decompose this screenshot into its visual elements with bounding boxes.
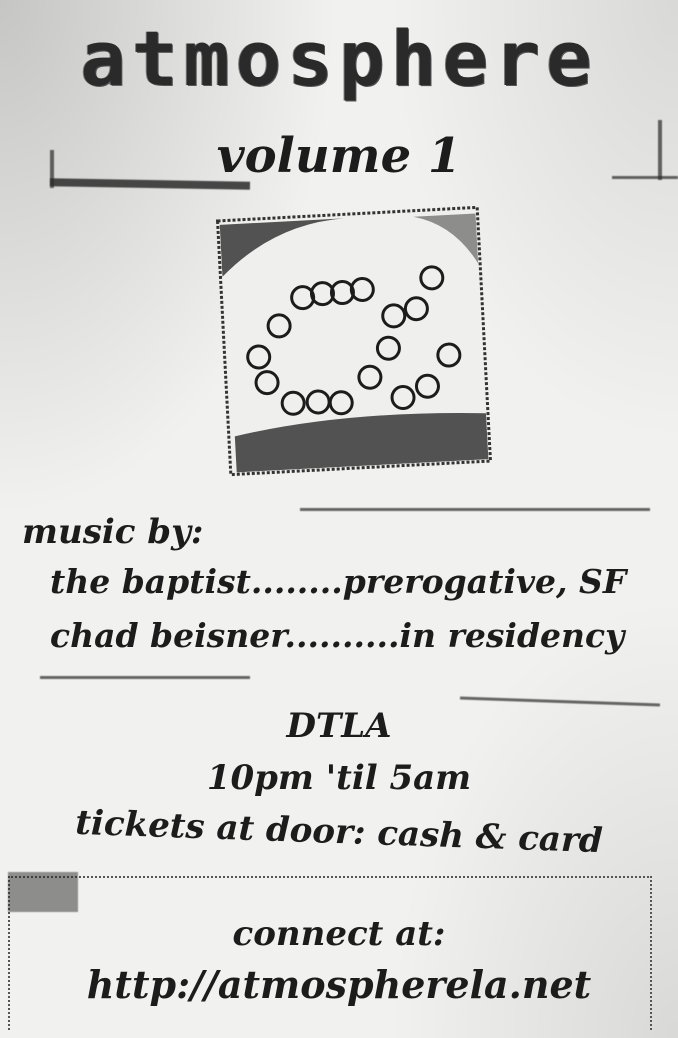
event-location: DTLA [286,706,392,746]
tape-strip [612,176,678,179]
connect-box [8,876,652,1030]
website-link[interactable]: http://atmospherela.net [86,962,592,1007]
tape-strip [8,872,78,912]
lineup-item: chad beisner..........in residency [50,616,625,655]
tape-strip [40,676,250,679]
tape-strip [460,696,660,707]
ticket-info: tickets at door: cash & card [74,802,604,862]
lineup-item: the baptist........prerogative, SF [50,562,627,601]
connect-label: connect at: [232,914,446,954]
tape-strip [50,150,54,188]
tape-strip [300,508,650,511]
music-heading: music by: [22,512,204,552]
tape-strip [658,120,662,180]
circle-pattern-artwork [215,205,493,477]
event-hours: 10pm 'til 5am [206,758,472,798]
flyer-title: atmosphere [80,14,598,103]
flyer-subtitle: volume 1 [216,128,462,184]
